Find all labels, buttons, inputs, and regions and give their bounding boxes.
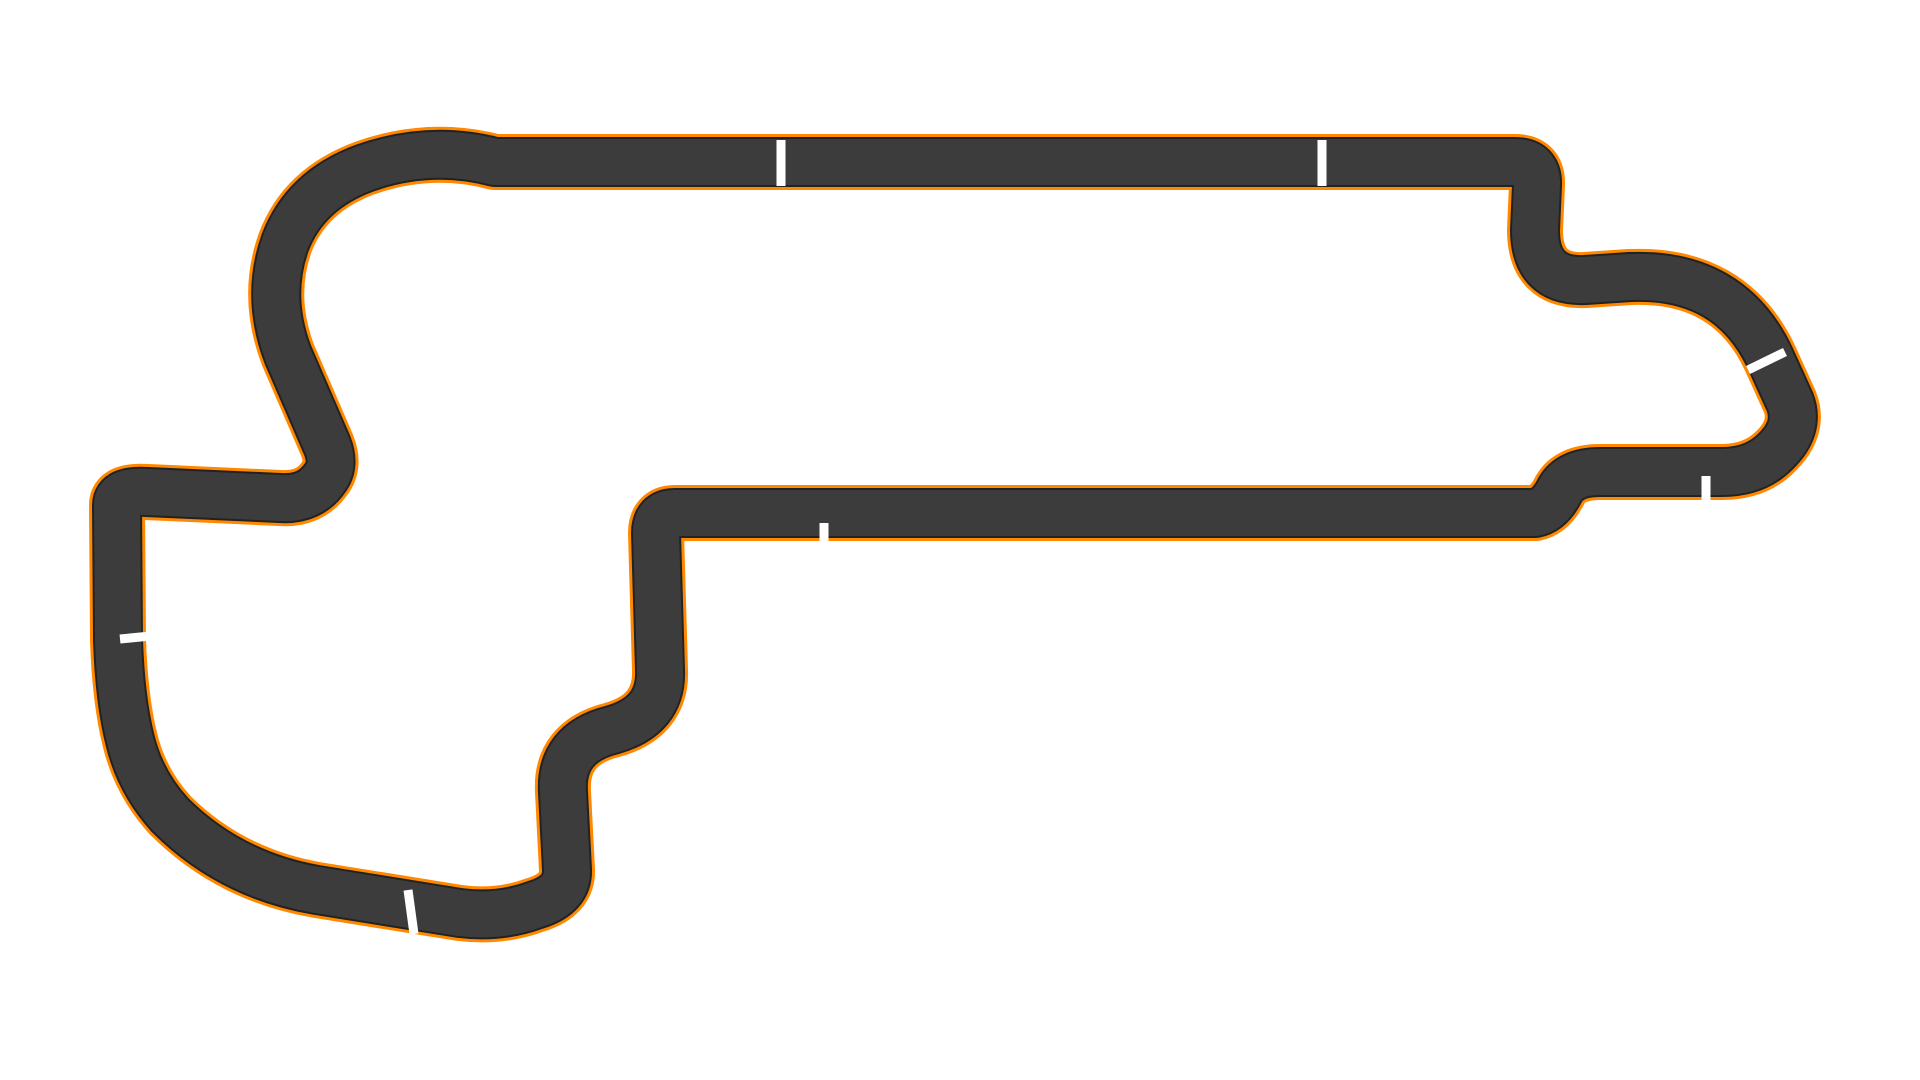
sector-marker <box>119 629 172 644</box>
track-layers <box>89 126 1821 943</box>
sector-markers <box>119 140 1787 935</box>
sector-marker <box>403 889 419 935</box>
track-surface <box>94 131 1816 938</box>
sector-marker <box>1746 347 1787 375</box>
